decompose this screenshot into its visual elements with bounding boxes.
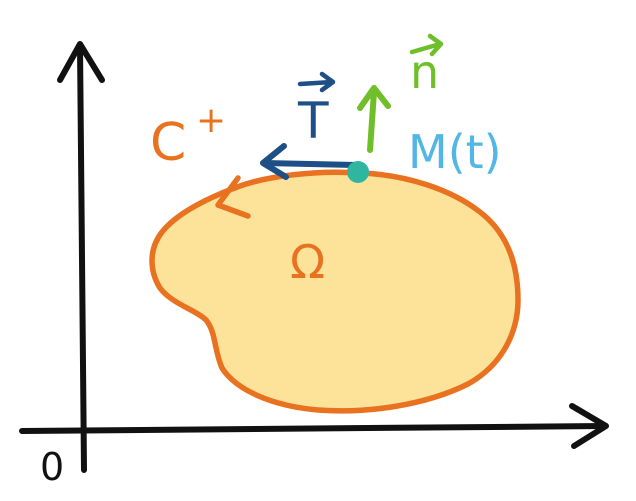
region-omega (149, 169, 521, 414)
tangent-label-arrow (297, 71, 336, 93)
y-axis (77, 43, 87, 473)
normal-label-arrow (409, 33, 444, 57)
normal-vector (357, 33, 444, 153)
axes (19, 41, 609, 473)
curve-orientation-label: + (196, 100, 226, 141)
tangent-vector-head (260, 143, 289, 180)
normal-vector-head (357, 85, 391, 111)
x-axis-arrowhead (569, 403, 609, 449)
x-axis (19, 423, 607, 434)
y-axis-arrowhead (57, 41, 105, 83)
tangent-label: T (297, 92, 329, 150)
curve-label: C (150, 113, 186, 173)
tangent-vector (260, 71, 359, 180)
normal-label: n (410, 45, 439, 99)
point-label: M(t) (408, 125, 502, 179)
curve-orientation-arrow (215, 175, 251, 219)
point-m (347, 161, 369, 183)
origin-label: 0 (40, 445, 64, 489)
tangent-vector-shaft (261, 160, 359, 168)
normal-vector-shaft (367, 89, 377, 153)
domain-label: Ω (290, 235, 325, 289)
